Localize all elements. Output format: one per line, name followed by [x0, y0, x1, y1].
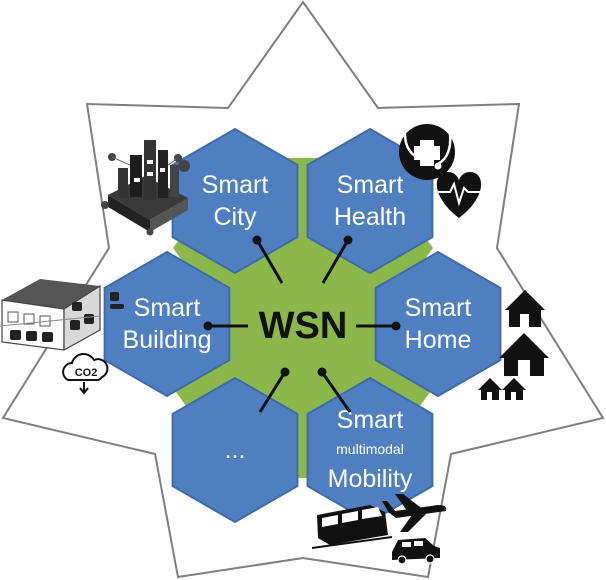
connector-mobility	[320, 371, 352, 413]
hexagon-mobility-label-1: multimodal	[336, 441, 404, 457]
connector-health	[321, 239, 350, 284]
connector-dot-mobility	[317, 367, 327, 377]
connector-dot-home	[391, 321, 401, 331]
hexagon-home-label-1: Home	[405, 326, 472, 354]
hexagon-health-label-0: Smart	[337, 171, 404, 199]
connector-dot-building	[203, 321, 213, 331]
hexagon-health-label-1: Health	[334, 203, 406, 231]
house-icon	[505, 290, 545, 327]
car-icon	[392, 538, 440, 565]
connector-dot-city	[252, 235, 262, 245]
smart-city-illustration-icon	[101, 140, 191, 236]
airplane-icon	[382, 494, 447, 532]
connector-city	[255, 239, 284, 284]
hexagon-building	[103, 250, 231, 398]
hexagon-home	[374, 250, 502, 398]
hexagon-mobility-label-2: Mobility	[328, 465, 413, 493]
building-sensors-icon	[0, 279, 124, 352]
hexagon-mobility-label-0: Smart	[337, 406, 404, 434]
connector-dot-more	[280, 367, 290, 377]
connector-dot-health	[343, 235, 353, 245]
hexagon-more-label-0: ...	[225, 436, 246, 464]
heart-pulse-icon	[436, 172, 482, 218]
hexagon-more	[171, 376, 299, 524]
house-icon	[499, 333, 549, 376]
tram-icon	[311, 505, 393, 549]
house-icon	[478, 378, 526, 400]
green-center-hexagon	[228, 232, 378, 418]
hexagon-city-label-1: City	[213, 203, 257, 231]
hexagon-building-label-0: Smart	[134, 294, 201, 322]
stethoscope-cross-icon	[399, 124, 455, 180]
connectors	[203, 235, 401, 413]
hexagon-home-label-0: Smart	[405, 294, 472, 322]
co2-label: CO2	[75, 367, 98, 379]
connector-more	[258, 371, 287, 413]
hexagon-building-label-1: Building	[123, 326, 212, 354]
co2-cloud-icon: CO2	[62, 353, 109, 395]
hexagon-city-label-0: Smart	[202, 171, 269, 199]
center-label: WSN	[259, 305, 348, 347]
